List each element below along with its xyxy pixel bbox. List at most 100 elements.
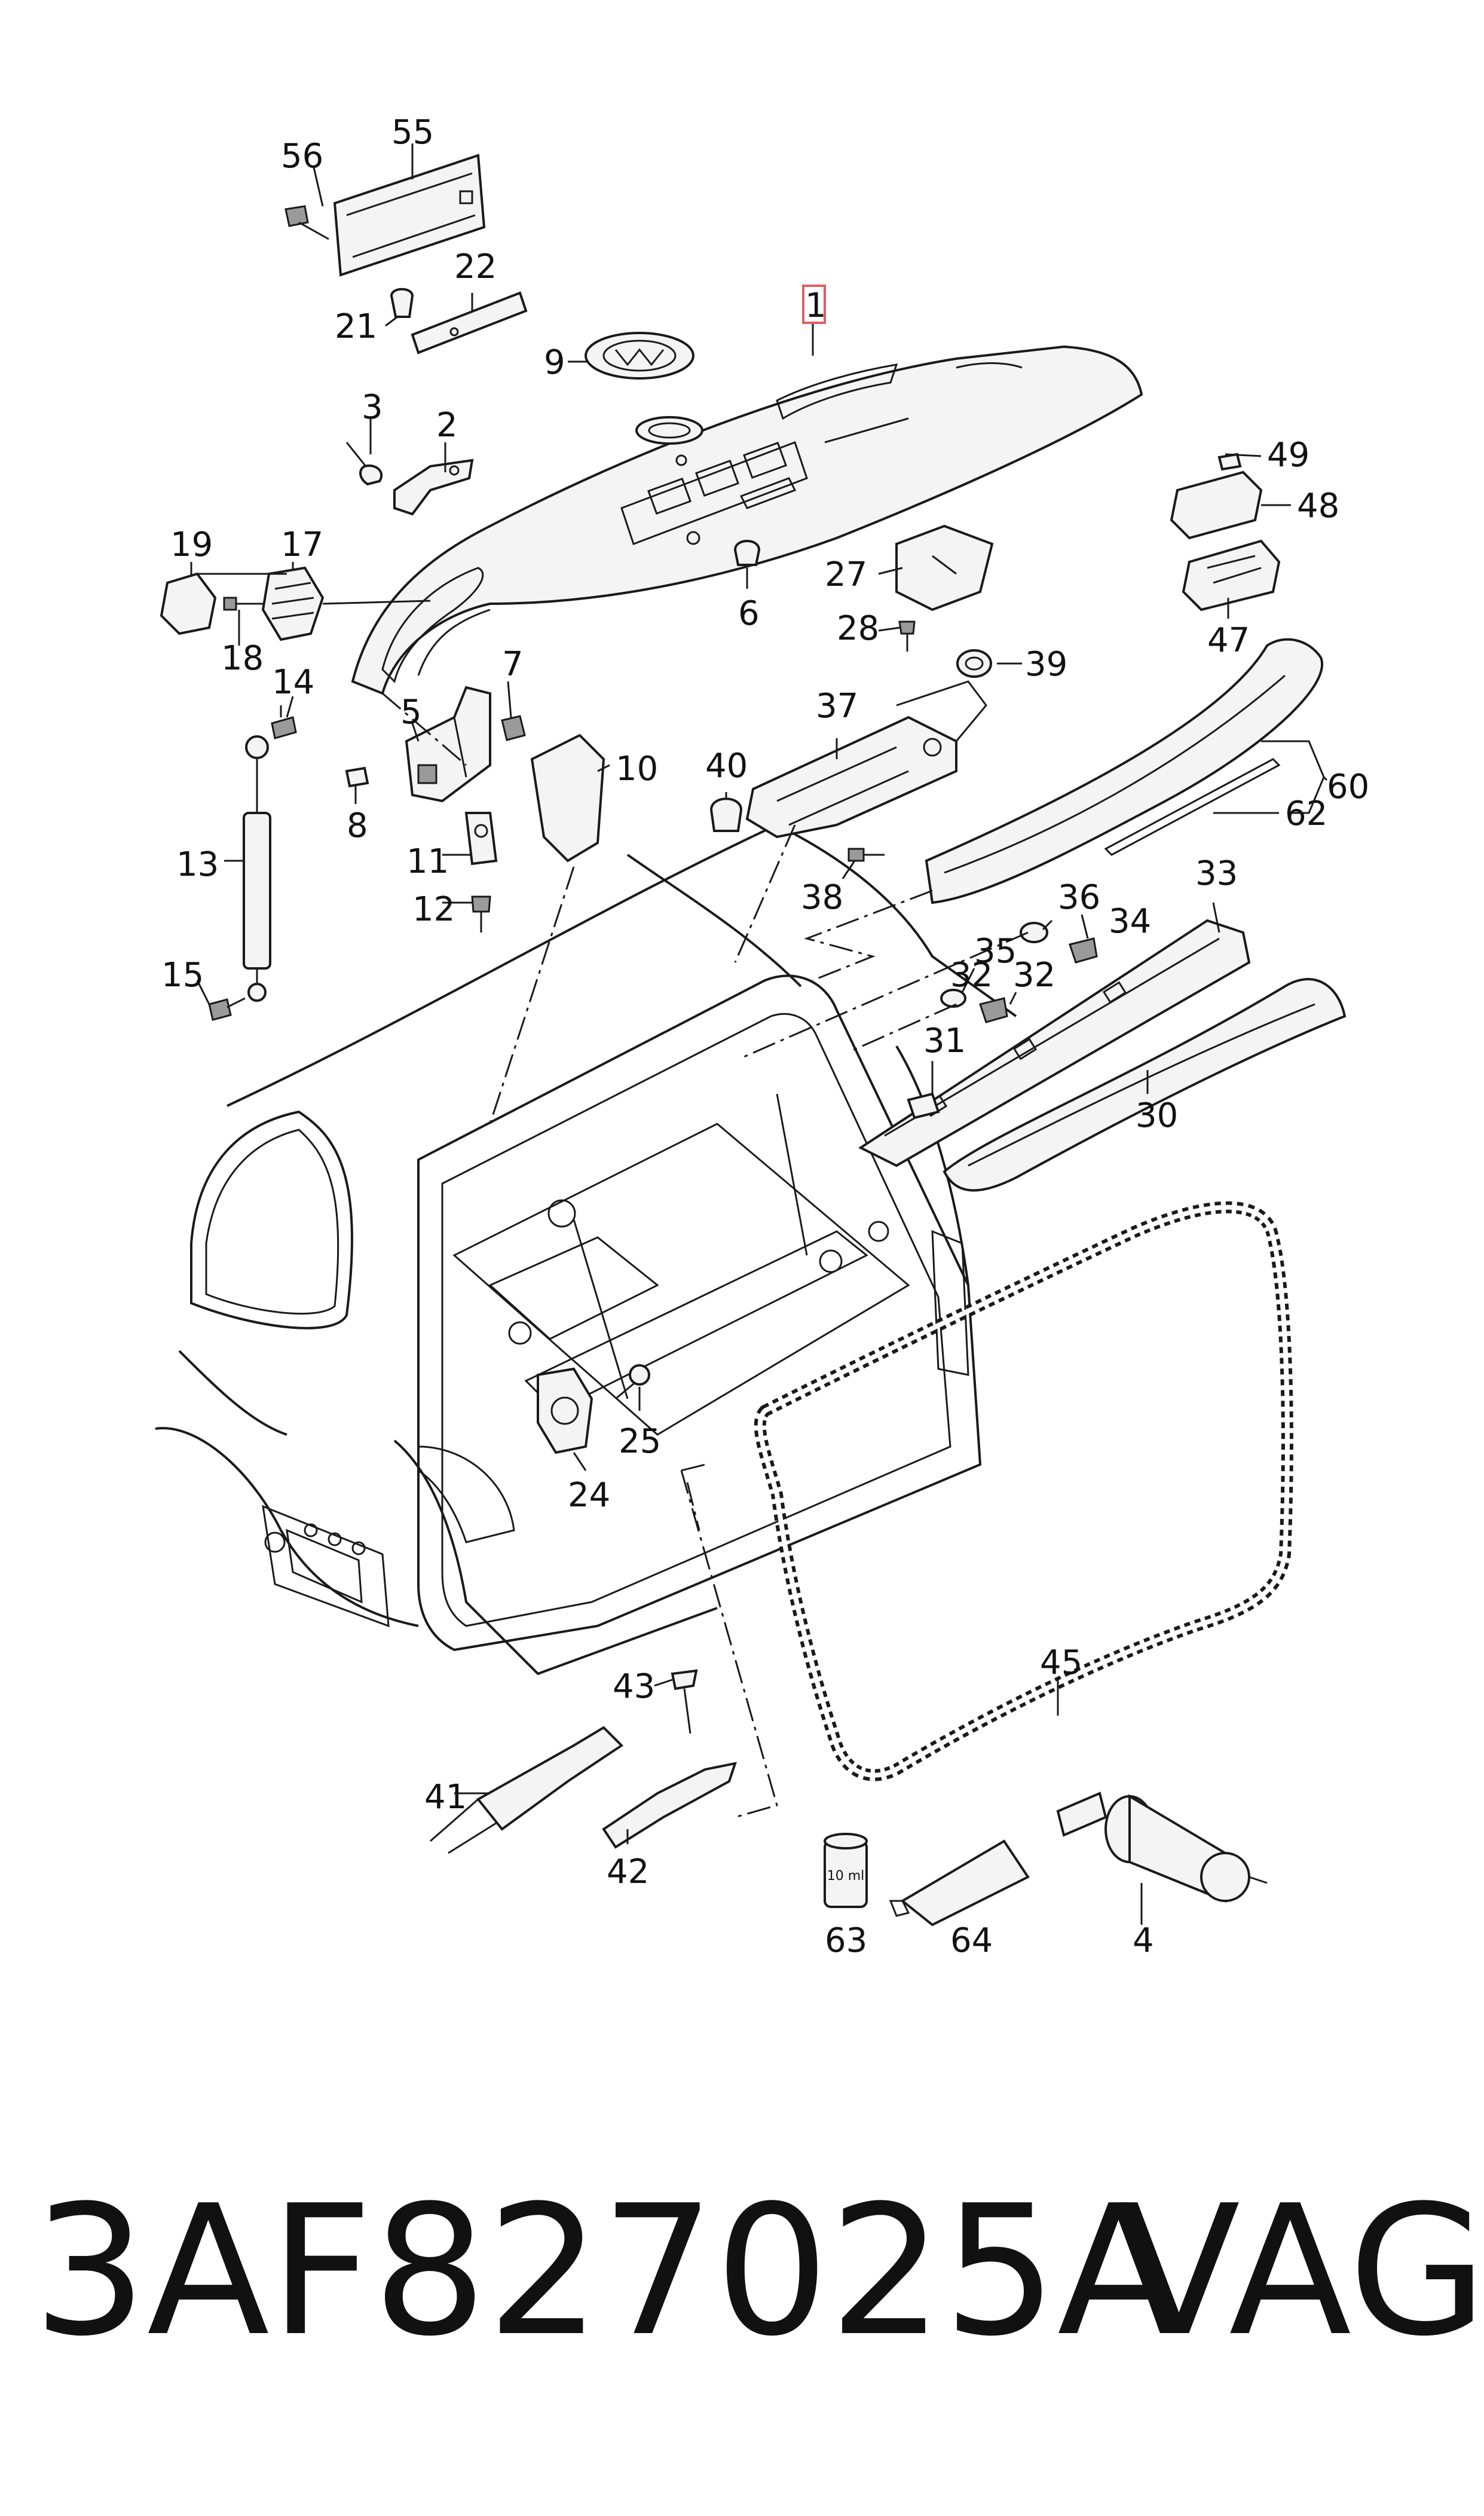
plate-22 (411, 291, 528, 354)
cartridge-4 (1056, 1792, 1268, 1903)
callout-4: 4 (1133, 1921, 1154, 1960)
bracket-42 (602, 1762, 737, 1849)
clip-49 (1217, 453, 1242, 471)
callout-37: 37 (816, 687, 858, 726)
trim-30 (943, 978, 1347, 1192)
bolt-12 (471, 895, 491, 933)
clip-31 (907, 1092, 940, 1120)
callout-49: 49 (1267, 436, 1309, 475)
part-number: 3AF827025A (33, 2167, 1180, 2376)
car-body (155, 823, 1017, 1676)
cap-19 (160, 572, 217, 635)
callout-25: 25 (619, 1422, 661, 1461)
leader-lines (190, 143, 1328, 1925)
striker-24 (537, 1367, 593, 1454)
callout-3: 3 (362, 388, 383, 427)
callout-21: 21 (335, 307, 377, 346)
lock-27 (895, 524, 994, 612)
callout-40: 40 (705, 747, 748, 785)
callout-64: 64 (950, 1921, 993, 1960)
callout-62: 62 (1285, 794, 1327, 833)
tailgate (351, 345, 1143, 695)
highlight-box (802, 285, 826, 324)
fastener-32 (979, 997, 1008, 1023)
bracket-11 (464, 812, 498, 866)
switch-48 (1170, 470, 1263, 540)
callout-55: 55 (391, 113, 434, 152)
callout-31: 31 (923, 1022, 966, 1060)
callout-39: 39 (1025, 645, 1067, 684)
bolt-15 (208, 997, 246, 1021)
footer: 3AF827025A VAG (0, 2128, 1484, 2379)
bolt-7 (501, 715, 526, 741)
grommet-6 (733, 540, 761, 566)
gas-strut-13 (243, 735, 271, 1002)
callout-7: 7 (502, 645, 524, 684)
seal-45 (754, 1201, 1293, 1781)
parts-diagram: 10 ml (155, 113, 1369, 1960)
callout-36: 36 (1058, 878, 1100, 917)
callout-63: 63 (825, 1921, 867, 1960)
callout-5: 5 (400, 693, 422, 732)
bolt-43 (671, 1669, 698, 1734)
emblem-9 (585, 332, 694, 380)
bolt-38 (847, 848, 885, 862)
seal-10 (530, 733, 605, 863)
callout-10: 10 (616, 750, 658, 788)
callouts: 1 56 55 22 21 9 3 2 19 17 18 6 27 28 39 … (161, 113, 1369, 1960)
callout-17: 17 (281, 525, 323, 564)
callout-56: 56 (281, 137, 323, 176)
callout-48: 48 (1297, 487, 1339, 525)
bracket-33 (858, 919, 1251, 1167)
callout-12: 12 (412, 890, 455, 929)
callout-33: 33 (1195, 854, 1238, 893)
callout-2: 2 (436, 406, 458, 445)
callout-60: 60 (1327, 768, 1369, 806)
cap-40 (709, 797, 743, 832)
bolt-25 (615, 1364, 650, 1400)
bracket-2 (393, 458, 474, 516)
cover-55 (333, 154, 486, 277)
bottle-label: 10 ml (827, 1869, 865, 1884)
buffer-17 (261, 566, 325, 641)
handle-47 (1182, 539, 1281, 612)
bottle-63: 10 ml (824, 1833, 868, 1908)
callout-15: 15 (161, 956, 204, 995)
callout-28: 28 (837, 609, 879, 648)
callout-32-bottom: 32 (950, 956, 993, 995)
assembly-lines (382, 692, 1029, 1818)
pin-3 (345, 442, 383, 486)
callout-47: 47 (1207, 621, 1250, 660)
callout-18: 18 (221, 639, 264, 678)
callout-35: 35 (974, 932, 1017, 971)
callout-8: 8 (347, 806, 368, 845)
callout-32-top: 32 (1013, 956, 1055, 995)
callout-45: 45 (1040, 1643, 1082, 1682)
callout-30: 30 (1136, 1096, 1178, 1135)
callout-11: 11 (406, 842, 449, 881)
callout-14: 14 (272, 663, 314, 702)
callout-42: 42 (607, 1852, 649, 1891)
screw-28 (898, 620, 916, 652)
nut-8 (345, 766, 369, 788)
fastener-35 (940, 989, 966, 1008)
callout-27: 27 (825, 555, 867, 594)
wiper-motor-37 (745, 680, 987, 839)
callout-19: 19 (170, 525, 213, 564)
fastener-36 (1020, 922, 1048, 943)
clip-21 (390, 288, 414, 318)
brand: VAG (1118, 2167, 1484, 2376)
callout-43: 43 (613, 1667, 655, 1706)
callout-1: 1 (805, 286, 827, 325)
fastener-34 (1069, 937, 1098, 964)
screw-18 (223, 597, 263, 611)
callout-34: 34 (1109, 902, 1151, 941)
callout-22: 22 (454, 247, 497, 286)
callout-38: 38 (801, 878, 843, 917)
cable-41 (430, 1726, 624, 1854)
spoiler-60 (925, 638, 1323, 904)
callout-9: 9 (544, 343, 565, 382)
strip-62 (1104, 758, 1281, 856)
callout-13: 13 (176, 845, 219, 884)
grommet-39 (956, 649, 992, 678)
